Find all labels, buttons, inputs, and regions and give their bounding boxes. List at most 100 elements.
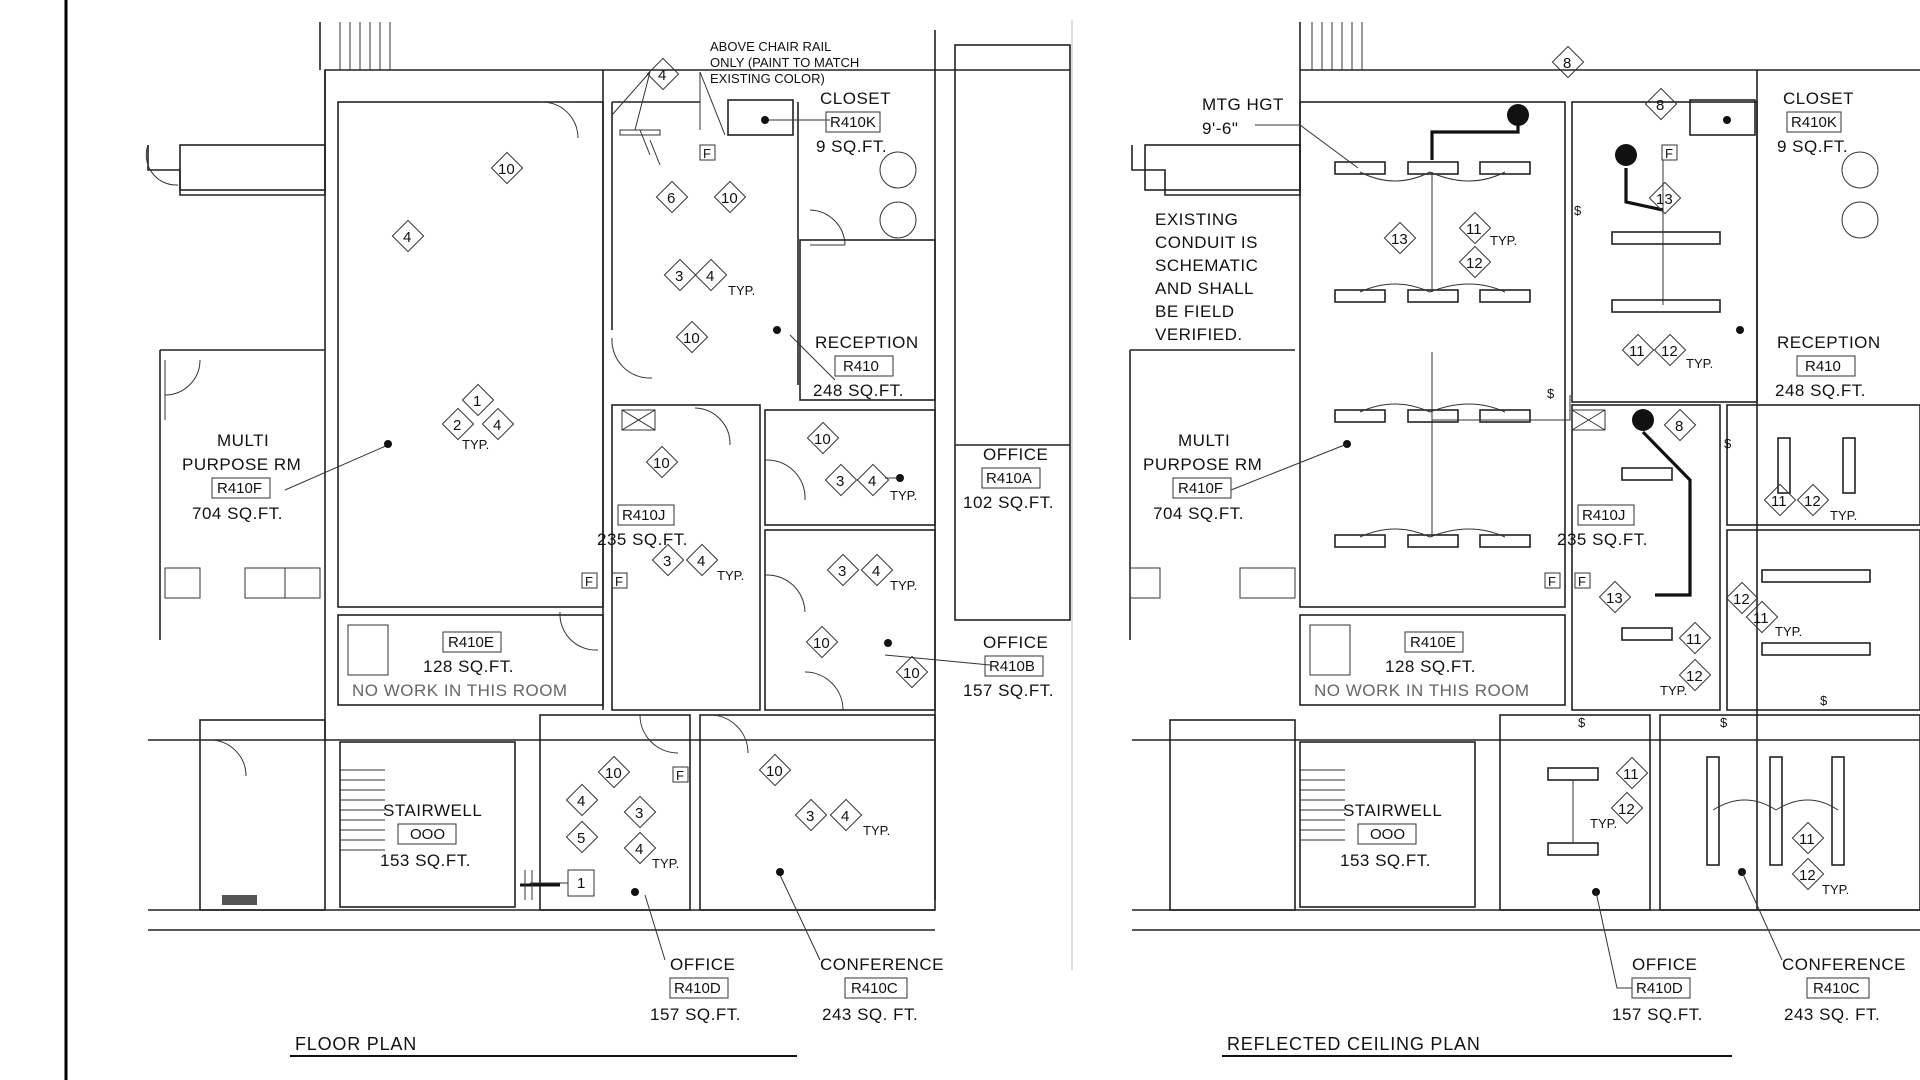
- svg-text:1: 1: [577, 875, 585, 892]
- svg-text:R410B: R410B: [989, 658, 1035, 675]
- svg-text:12: 12: [1661, 343, 1678, 360]
- svg-text:1: 1: [473, 393, 481, 410]
- chair-rail-note-line: ABOVE CHAIR RAIL: [710, 39, 831, 54]
- switch-symbols: $ $ $ $ $ $: [1547, 203, 1828, 730]
- svg-text:$: $: [1574, 203, 1582, 218]
- svg-text:R410: R410: [1805, 358, 1841, 375]
- svg-text:TYP.: TYP.: [652, 856, 679, 871]
- svg-text:12: 12: [1466, 255, 1483, 272]
- svg-text:TYP.: TYP.: [890, 578, 917, 593]
- svg-text:3: 3: [675, 268, 683, 285]
- svg-text:AND SHALL: AND SHALL: [1155, 279, 1254, 298]
- svg-text:11: 11: [1771, 493, 1787, 510]
- svg-text:TYP.: TYP.: [462, 437, 489, 452]
- svg-text:F: F: [1548, 574, 1556, 589]
- svg-text:TYP.: TYP.: [1490, 233, 1517, 248]
- svg-text:OFFICE: OFFICE: [670, 955, 735, 974]
- stairs: [1300, 769, 1345, 841]
- svg-text:F: F: [1665, 146, 1673, 161]
- svg-text:TYP.: TYP.: [1822, 882, 1849, 897]
- room-closet: [1689, 99, 1756, 136]
- room-label-reception: RECEPTION R410 248 SQ.FT.: [1736, 326, 1881, 400]
- svg-text:102 SQ.FT.: 102 SQ.FT.: [963, 493, 1054, 512]
- svg-text:2: 2: [453, 417, 461, 434]
- svg-text:STAIRWELL: STAIRWELL: [383, 801, 482, 820]
- svg-text:157 SQ.FT.: 157 SQ.FT.: [963, 681, 1054, 700]
- fire-alarm-flag: F F F F: [581, 144, 716, 783]
- svg-text:R410E: R410E: [1410, 634, 1456, 651]
- chair-rail-mark: [619, 129, 661, 136]
- svg-text:12: 12: [1804, 493, 1821, 510]
- svg-text:12: 12: [1686, 668, 1703, 685]
- door-swing: [804, 671, 844, 711]
- svg-text:TYP.: TYP.: [890, 488, 917, 503]
- svg-text:PURPOSE RM: PURPOSE RM: [1143, 455, 1262, 474]
- svg-text:9'-6": 9'-6": [1202, 119, 1238, 138]
- svg-text:TYP.: TYP.: [1660, 683, 1687, 698]
- svg-text:3: 3: [635, 805, 643, 822]
- door-swing: [764, 459, 806, 501]
- svg-text:10: 10: [721, 190, 738, 207]
- svg-text:R410: R410: [843, 358, 879, 375]
- svg-text:10: 10: [498, 161, 515, 178]
- svg-text:RECEPTION: RECEPTION: [1777, 333, 1881, 352]
- door-swing: [764, 574, 806, 613]
- svg-text:OFFICE: OFFICE: [983, 633, 1048, 652]
- svg-text:MULTI: MULTI: [1178, 431, 1230, 450]
- svg-text:11: 11: [1466, 221, 1482, 238]
- svg-text:157 SQ.FT.: 157 SQ.FT.: [1612, 1005, 1703, 1024]
- svg-text:R410F: R410F: [1178, 480, 1223, 497]
- svg-text:10: 10: [813, 635, 830, 652]
- svg-text:3: 3: [663, 553, 671, 570]
- sink: [164, 567, 201, 599]
- room-label-office-d: OFFICE R410D 157 SQ.FT.: [631, 888, 741, 1024]
- svg-text:R410D: R410D: [1636, 980, 1683, 997]
- room-label-multi-purpose: MULTI PURPOSE RM R410F 704 SQ.FT.: [182, 431, 392, 523]
- svg-text:10: 10: [683, 330, 700, 347]
- svg-text:$: $: [1578, 715, 1586, 730]
- svg-text:704 SQ.FT.: 704 SQ.FT.: [1153, 504, 1244, 523]
- svg-text:5: 5: [577, 830, 585, 847]
- svg-text:F: F: [615, 574, 623, 589]
- svg-text:13: 13: [1606, 590, 1623, 607]
- plan-title: REFLECTED CEILING PLAN: [1227, 1034, 1481, 1054]
- svg-text:R410K: R410K: [830, 114, 876, 131]
- svg-text:F: F: [1578, 574, 1586, 589]
- grille: [222, 895, 257, 905]
- svg-text:R410C: R410C: [1813, 980, 1860, 997]
- svg-text:PURPOSE RM: PURPOSE RM: [182, 455, 301, 474]
- svg-text:11: 11: [1753, 610, 1769, 627]
- room-label-stairwell: STAIRWELL OOO 153 SQ.FT.: [380, 801, 482, 870]
- svg-text:3: 3: [838, 563, 846, 580]
- svg-text:11: 11: [1629, 343, 1645, 360]
- svg-text:248 SQ.FT.: 248 SQ.FT.: [1775, 381, 1866, 400]
- svg-text:EXISTING: EXISTING: [1155, 210, 1238, 229]
- svg-text:OOO: OOO: [1370, 826, 1405, 843]
- svg-text:9 SQ.FT.: 9 SQ.FT.: [1777, 137, 1848, 156]
- vent-stack: [1311, 22, 1363, 70]
- svg-text:SCHEMATIC: SCHEMATIC: [1155, 256, 1258, 275]
- room-label-r410e: R410E 128 SQ.FT. NO WORK IN THIS ROOM: [1314, 631, 1530, 700]
- svg-text:TYP.: TYP.: [717, 568, 744, 583]
- svg-text:153 SQ.FT.: 153 SQ.FT.: [380, 851, 471, 870]
- svg-text:F: F: [585, 574, 593, 589]
- svg-text:R410E: R410E: [448, 634, 494, 651]
- mtg-hgt-note: MTG HGT 9'-6": [1202, 95, 1359, 169]
- svg-text:NO WORK IN THIS ROOM: NO WORK IN THIS ROOM: [1314, 681, 1530, 700]
- svg-text:235 SQ.FT.: 235 SQ.FT.: [597, 530, 688, 549]
- conduit-note: EXISTING CONDUIT IS SCHEMATIC AND SHALL …: [1155, 210, 1258, 344]
- room-label-stairwell: STAIRWELL OOO 153 SQ.FT.: [1340, 801, 1442, 870]
- svg-text:STAIRWELL: STAIRWELL: [1343, 801, 1442, 820]
- duct: [621, 409, 656, 431]
- svg-text:TYP.: TYP.: [1775, 624, 1802, 639]
- svg-text:157 SQ.FT.: 157 SQ.FT.: [650, 1005, 741, 1024]
- door-swing: [709, 714, 749, 754]
- room-label-closet: CLOSET R410K 9 SQ.FT.: [1723, 89, 1854, 156]
- fire-alarm-flag: F F F: [1544, 144, 1678, 589]
- svg-text:RECEPTION: RECEPTION: [815, 333, 919, 352]
- svg-text:4: 4: [868, 473, 876, 490]
- svg-text:CLOSET: CLOSET: [1783, 89, 1854, 108]
- door-swing: [164, 359, 201, 396]
- room-multi-purpose: [337, 101, 604, 608]
- room-r410e: [1299, 614, 1566, 706]
